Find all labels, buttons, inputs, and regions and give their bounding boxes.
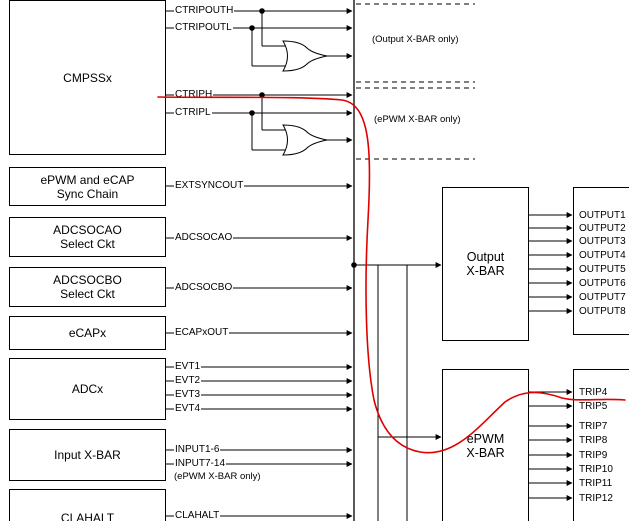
output-label: OUTPUT3	[579, 236, 626, 247]
trip-label: TRIP10	[579, 464, 613, 475]
output-label: OUTPUT6	[579, 278, 626, 289]
signal-label-ecapxout: ECAPxOUT	[174, 327, 230, 338]
trip-label: TRIP11	[579, 478, 613, 489]
adcsocbo-block: ADCSOCBO Select Ckt	[9, 267, 166, 307]
output-label: OUTPUT2	[579, 223, 626, 234]
signal-label-evt3: EVT3	[174, 389, 202, 400]
output-label: OUTPUT1	[579, 210, 626, 221]
epwm-ecap-sync-block: ePWM and eCAP Sync Chain	[9, 167, 166, 206]
signal-label-input1-6: INPUT1-6	[174, 444, 221, 455]
signal-label-adcsocao: ADCSOCAO	[174, 232, 234, 243]
adcsocao-block: ADCSOCAO Select Ckt	[9, 217, 166, 257]
signal-label-clahalt: CLAHALT	[174, 510, 221, 521]
trip-label: TRIP4	[579, 387, 608, 398]
signal-label-extsyncout: EXTSYNCOUT	[174, 180, 245, 191]
note-epwm-xbar-only: (ePWM X-BAR only)	[374, 114, 461, 125]
signal-label-evt1: EVT1	[174, 361, 202, 372]
output-label: OUTPUT7	[579, 292, 626, 303]
output-label: OUTPUT5	[579, 264, 626, 275]
input-xbar-block: Input X-BAR	[9, 429, 166, 481]
signal-label-ctripl: CTRIPL	[174, 107, 212, 118]
signal-label-ctripouth: CTRIPOUTH	[174, 5, 235, 16]
trip-label: TRIP5	[579, 401, 608, 412]
signal-label-ctripoutl: CTRIPOUTL	[174, 22, 233, 33]
trip-label: TRIP8	[579, 435, 608, 446]
output-pins-box	[573, 187, 629, 335]
output-label: OUTPUT8	[579, 306, 626, 317]
signal-label-input7-14: INPUT7-14	[174, 458, 227, 469]
trip-pins-box	[573, 369, 629, 521]
trip-label: TRIP9	[579, 450, 608, 461]
signal-label-adcsocbo: ADCSOCBO	[174, 282, 234, 293]
cmpss-block: CMPSSx	[9, 0, 166, 155]
note-output-xbar-only: (Output X-BAR only)	[372, 34, 459, 45]
signal-label-evt2: EVT2	[174, 375, 202, 386]
adc-block: ADCx	[9, 358, 166, 420]
trip-label: TRIP12	[579, 493, 613, 504]
signal-label-ctriph: CTRIPH	[174, 89, 214, 100]
output-xbar-block: Output X-BAR	[442, 187, 529, 341]
trip-label: TRIP7	[579, 421, 608, 432]
signal-label-evt4: EVT4	[174, 403, 202, 414]
note-epwm-xbar-only-input: (ePWM X-BAR only)	[174, 471, 261, 482]
clahalt-block: CLAHALT	[9, 489, 166, 521]
output-label: OUTPUT4	[579, 250, 626, 261]
ecap-block: eCAPx	[9, 316, 166, 350]
